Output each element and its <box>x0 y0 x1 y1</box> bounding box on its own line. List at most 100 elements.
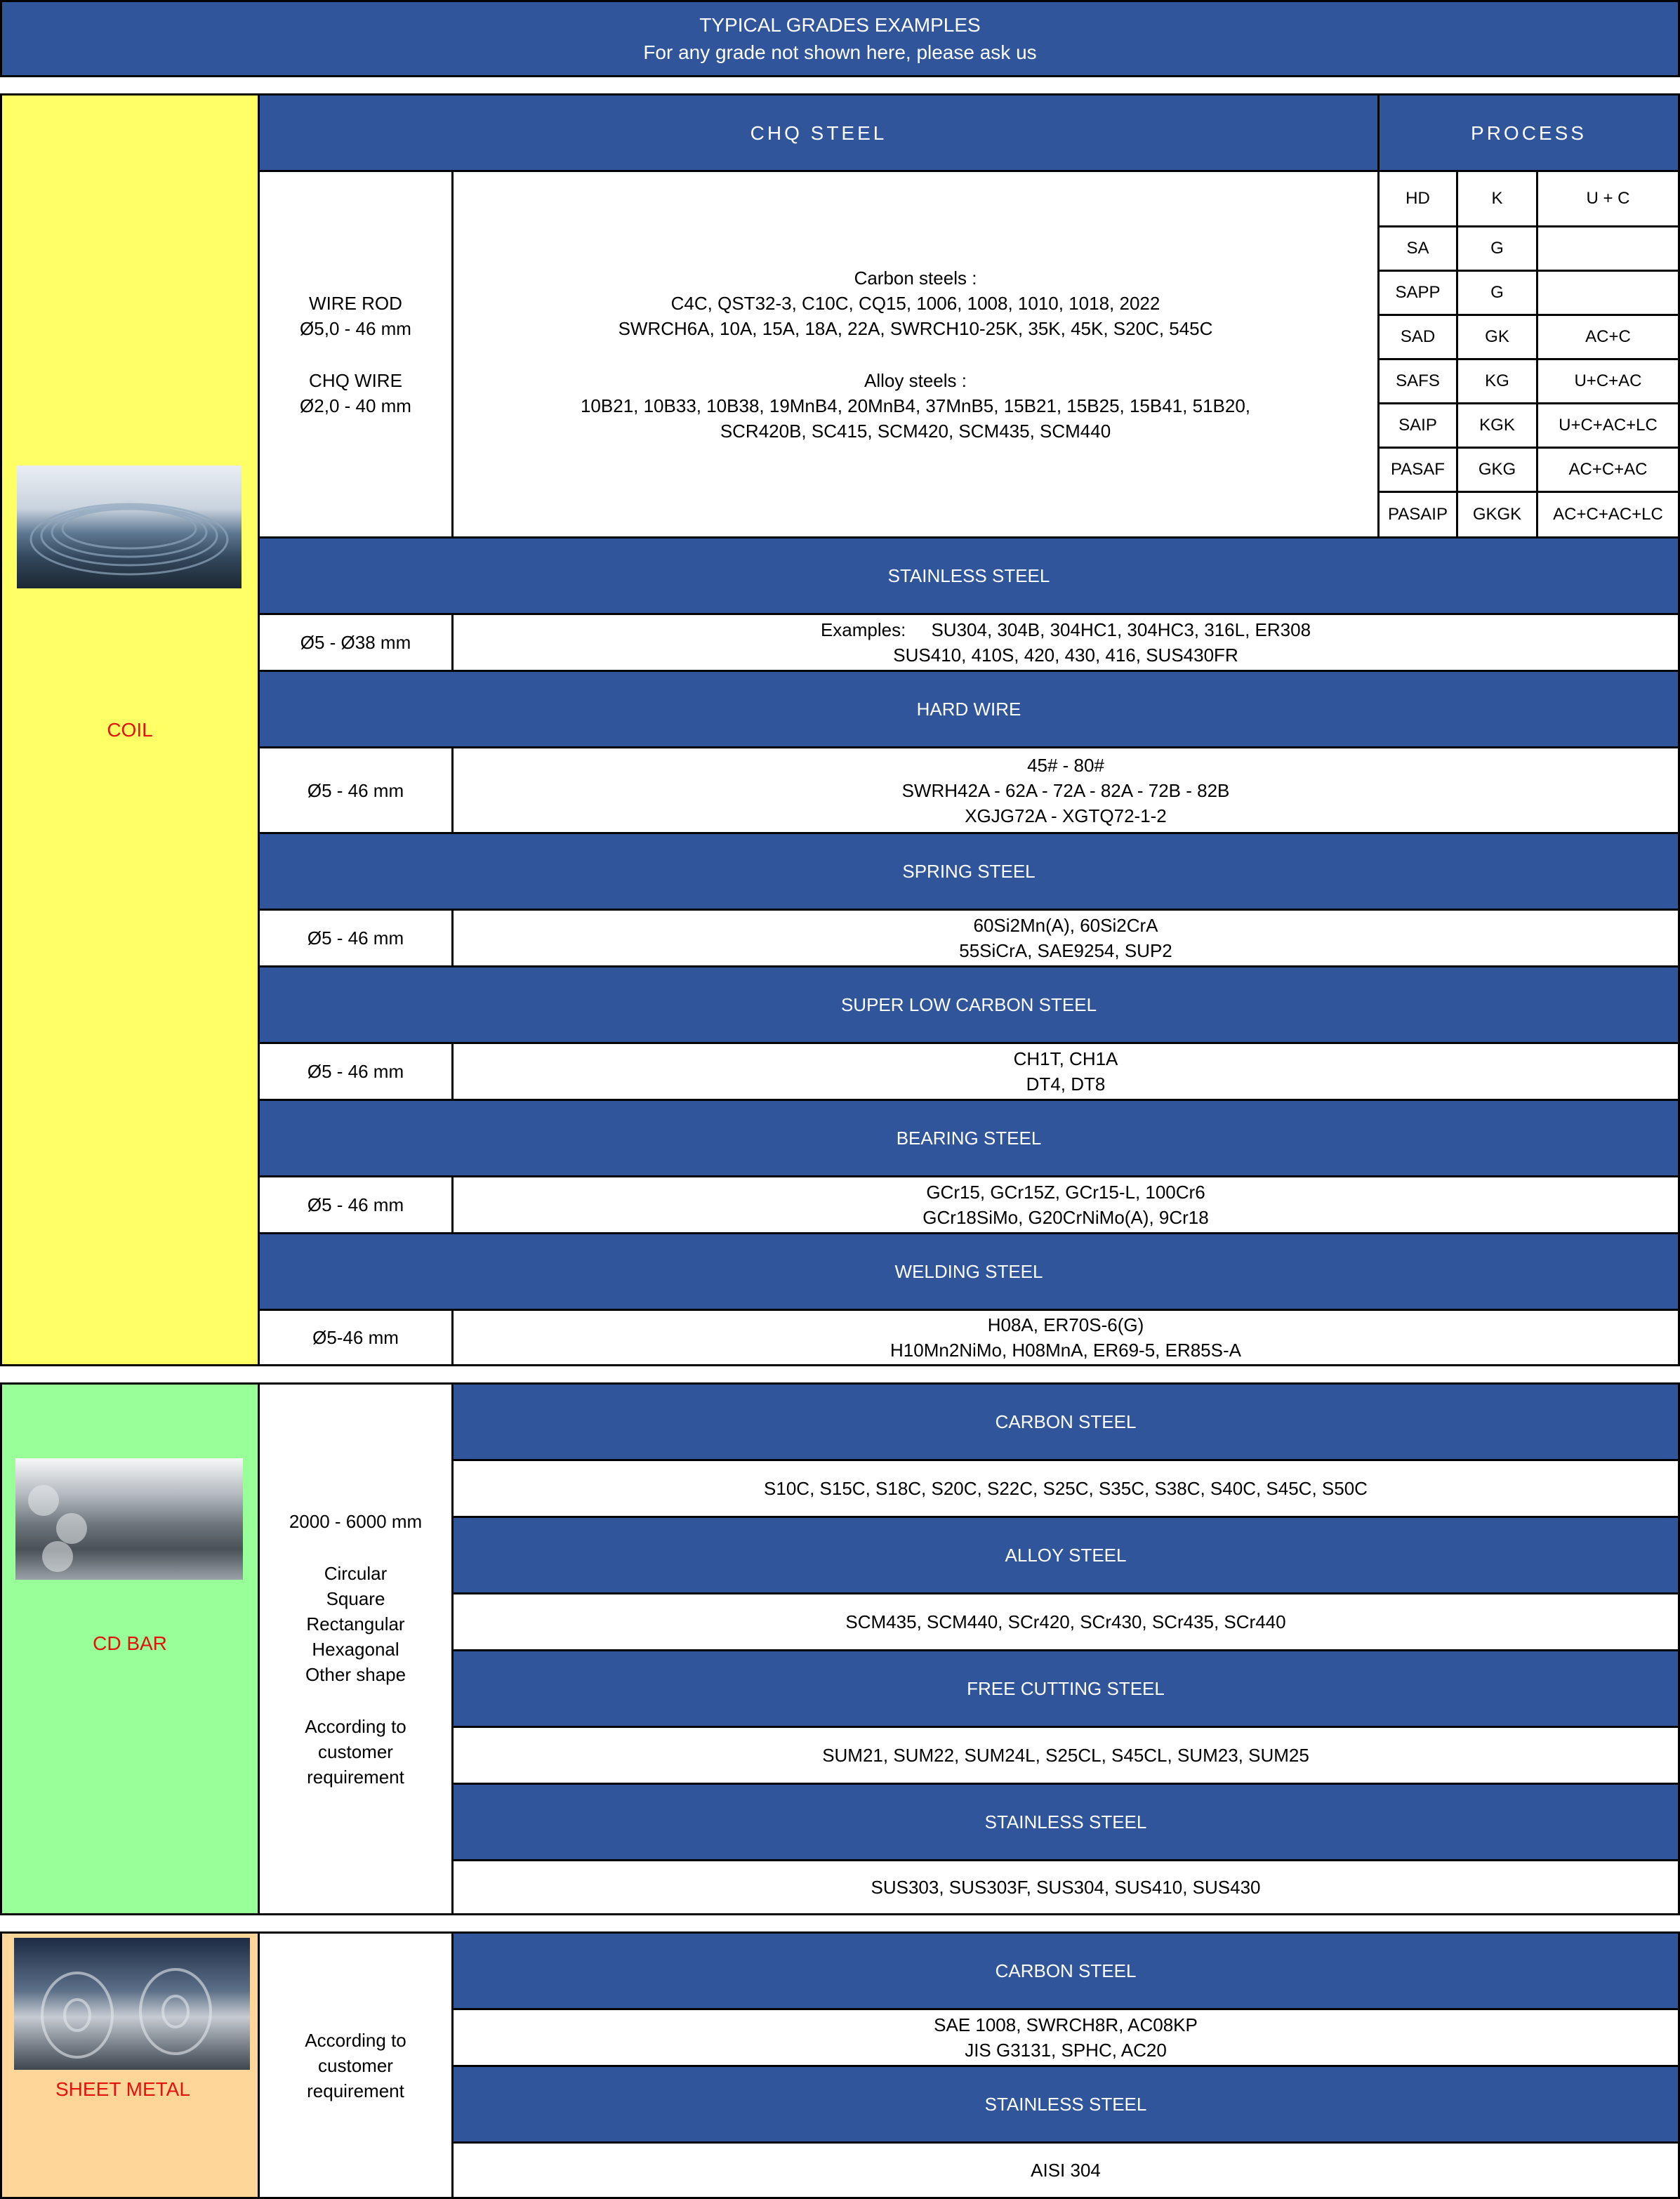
sheet-size-line: requirement <box>307 2080 404 2101</box>
coil-section-grades: GCr15, GCr15Z, GCr15-L, 100Cr6 GCr18SiMo… <box>451 1175 1680 1234</box>
grade-line: 45# - 80# <box>1027 754 1104 776</box>
top-banner: TYPICAL GRADES EXAMPLES For any grade no… <box>0 0 1680 77</box>
sheet-section-header: CARBON STEEL <box>451 1931 1680 2010</box>
cdbar-size-line: 2000 - 6000 mm <box>289 1510 423 1532</box>
process-cell: SAFS <box>1377 358 1458 404</box>
banner-subtitle: For any grade not shown here, please ask… <box>643 41 1037 63</box>
coil-wire-pattern-icon <box>29 503 229 576</box>
cdbar-size-line: requirement <box>307 1766 404 1788</box>
coil-section-grades: 45# - 80# SWRH42A - 62A - 72A - 82A - 72… <box>451 746 1680 834</box>
sheet-size-cell: According to customer requirement <box>258 1931 454 2199</box>
sheet-size-line: According to <box>305 2029 406 2051</box>
process-cell: U+C+AC+LC <box>1536 402 1680 449</box>
sheet-size-line: customer <box>318 2054 393 2076</box>
coil-section-size: Ø5 - 46 mm <box>258 1042 454 1101</box>
process-cell: AC+C+AC+LC <box>1536 491 1680 539</box>
banner-title: TYPICAL GRADES EXAMPLES <box>699 14 981 36</box>
process-cell: GKG <box>1456 447 1538 493</box>
coil-label: COIL <box>107 718 153 741</box>
grade-line: SWRH42A - 62A - 72A - 82A - 72B - 82B <box>901 779 1230 801</box>
cdbar-section-grades: SCM435, SCM440, SCr420, SCr430, SCr435, … <box>451 1592 1680 1651</box>
chq-size-line: Ø5,0 - 46 mm <box>300 317 411 339</box>
grade-line: SUS410, 410S, 420, 430, 416, SUS430FR <box>893 645 1238 666</box>
steel-bars-pattern-icon <box>28 1485 87 1572</box>
process-cell: AC+C <box>1536 314 1680 360</box>
chq-grade-line: SWRCH6A, 10A, 15A, 18A, 22A, SWRCH10-25K… <box>618 317 1213 339</box>
process-cell: AC+C+AC <box>1536 447 1680 493</box>
chq-grade-line: 10B21, 10B33, 10B38, 19MnB4, 20MnB4, 37M… <box>580 395 1251 416</box>
process-cell: SAD <box>1377 314 1458 360</box>
coil-section-grades: Examples: SU304, 304B, 304HC1, 304HC3, 3… <box>451 613 1680 672</box>
cdbar-section-header: STAINLESS STEEL <box>451 1783 1680 1861</box>
cdbar-size-line: Circular <box>324 1562 388 1584</box>
chq-size-line: CHQ WIRE <box>309 369 402 391</box>
chq-grade-line: Alloy steels : <box>864 369 967 391</box>
chq-grade-line: SCR420B, SC415, SCM420, SCM435, SCM440 <box>720 420 1111 442</box>
coil-section-grades: H08A, ER70S-6(G) H10Mn2NiMo, H08MnA, ER6… <box>451 1309 1680 1366</box>
cdbar-section-grades: SUM21, SUM22, SUM24L, S25CL, S45CL, SUM2… <box>451 1726 1680 1785</box>
sheet-section-header: STAINLESS STEEL <box>451 2065 1680 2144</box>
grade-line: H10Mn2NiMo, H08MnA, ER69-5, ER85S-A <box>890 1340 1241 1361</box>
steel-bars-photo-icon <box>15 1458 243 1580</box>
sheet-section-grades: AISI 304 <box>451 2141 1680 2199</box>
process-cell: SAPP <box>1377 270 1458 316</box>
grade-line: Examples: SU304, 304B, 304HC1, 304HC3, 3… <box>820 619 1311 640</box>
process-cell <box>1536 270 1680 316</box>
coil-section-size: Ø5 - 46 mm <box>258 909 454 968</box>
grade-line: 60Si2Mn(A), 60Si2CrA <box>973 915 1158 936</box>
cdbar-size-line: According to <box>305 1715 406 1737</box>
coil-section-header: WELDING STEEL <box>258 1232 1680 1311</box>
coil-section-size: Ø5-46 mm <box>258 1309 454 1366</box>
cdbar-size-line: Square <box>326 1587 385 1609</box>
grade-line: H08A, ER70S-6(G) <box>987 1314 1144 1335</box>
wire-coil-photo-icon <box>17 465 242 588</box>
process-cell: HD <box>1377 170 1458 227</box>
cdbar-label: CD BAR <box>93 1632 167 1654</box>
coil-label-cell: COIL <box>0 93 260 1366</box>
chq-grade-line: Carbon steels : <box>854 267 977 289</box>
process-cell: SAIP <box>1377 402 1458 449</box>
grade-line: SAE 1008, SWRCH8R, AC08KP <box>934 2014 1198 2035</box>
cdbar-size-line: Rectangular <box>306 1613 405 1635</box>
coil-section-header: SPRING STEEL <box>258 832 1680 911</box>
sheet-rolls-pattern-icon <box>41 1968 212 2059</box>
sheet-label: SHEET METAL <box>55 2078 190 2100</box>
coil-section-size: Ø5 - 46 mm <box>258 746 454 834</box>
grade-line: GCr18SiMo, G20CrNiMo(A), 9Cr18 <box>922 1207 1209 1228</box>
chq-grade-line: C4C, QST32-3, C10C, CQ15, 1006, 1008, 10… <box>670 292 1160 314</box>
process-cell: K <box>1456 170 1538 227</box>
process-cell: SA <box>1377 225 1458 272</box>
grade-line: GCr15, GCr15Z, GCr15-L, 100Cr6 <box>926 1182 1205 1203</box>
process-cell <box>1536 225 1680 272</box>
cdbar-section-header: FREE CUTTING STEEL <box>451 1649 1680 1728</box>
cdbar-size-line: Other shape <box>305 1663 406 1685</box>
process-cell: U + C <box>1536 170 1680 227</box>
cdbar-section-header: CARBON STEEL <box>451 1382 1680 1461</box>
grade-line: CH1T, CH1A <box>1013 1048 1118 1069</box>
grade-line: XGJG72A - XGTQ72-1-2 <box>965 805 1167 826</box>
cdbar-section-grades: SUS303, SUS303F, SUS304, SUS410, SUS430 <box>451 1859 1680 1915</box>
cdbar-section-grades: S10C, S15C, S18C, S20C, S22C, S25C, S35C… <box>451 1459 1680 1518</box>
coil-section-header: BEARING STEEL <box>258 1099 1680 1177</box>
steel-sheet-rolls-photo-icon <box>14 1938 250 2070</box>
process-header: PROCESS <box>1377 93 1680 172</box>
cdbar-size-line: customer <box>318 1741 393 1762</box>
process-cell: GKGK <box>1456 491 1538 539</box>
coil-section-grades: CH1T, CH1A DT4, DT8 <box>451 1042 1680 1101</box>
process-table: HD K U + C SA G SAPP G SAD GK AC+C SAFS … <box>1377 170 1680 539</box>
process-cell: G <box>1456 270 1538 316</box>
chq-size-line: Ø2,0 - 40 mm <box>300 395 411 416</box>
process-cell: PASAIP <box>1377 491 1458 539</box>
coil-section-grades: 60Si2Mn(A), 60Si2CrA 55SiCrA, SAE9254, S… <box>451 909 1680 968</box>
process-cell: KG <box>1456 358 1538 404</box>
chq-steel-header: CHQ STEEL <box>258 93 1380 172</box>
chq-size-cell: WIRE ROD Ø5,0 - 46 mm CHQ WIRE Ø2,0 - 40… <box>258 170 454 539</box>
chq-grades-cell: Carbon steels : C4C, QST32-3, C10C, CQ15… <box>451 170 1380 539</box>
chq-size-line: WIRE ROD <box>309 292 402 314</box>
cdbar-size-cell: 2000 - 6000 mm Circular Square Rectangul… <box>258 1382 454 1915</box>
process-cell: KGK <box>1456 402 1538 449</box>
cdbar-section-header: ALLOY STEEL <box>451 1516 1680 1594</box>
grade-line: 55SiCrA, SAE9254, SUP2 <box>959 940 1172 961</box>
coil-section-header: HARD WIRE <box>258 670 1680 748</box>
process-cell: U+C+AC <box>1536 358 1680 404</box>
